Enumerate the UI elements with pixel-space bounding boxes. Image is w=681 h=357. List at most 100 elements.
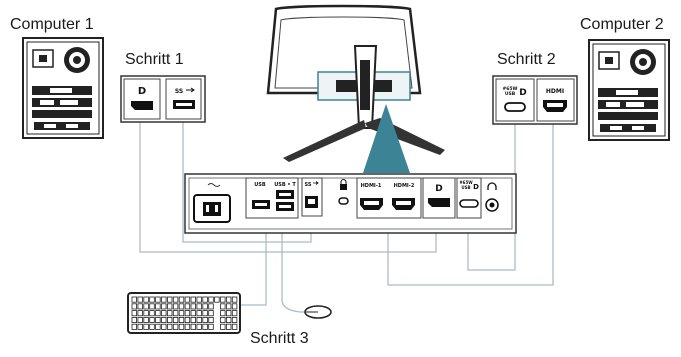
keyboard-key bbox=[184, 310, 191, 317]
keyboard-key bbox=[143, 310, 149, 317]
svg-text:#65W: #65W bbox=[459, 180, 473, 185]
keyboard-key bbox=[231, 303, 238, 310]
keyboard-key bbox=[137, 296, 143, 303]
keyboard-key bbox=[155, 296, 161, 303]
keyboard-key bbox=[225, 316, 232, 323]
keyboard-key bbox=[161, 310, 167, 317]
svg-text:USB: USB bbox=[254, 182, 266, 188]
keyboard-key bbox=[149, 296, 155, 303]
keyboard-key bbox=[137, 316, 143, 323]
computer-1-label: Computer 1 bbox=[10, 16, 94, 33]
keyboard-key bbox=[155, 310, 161, 317]
monitor-io-panel: USB USB • T SS HDMI-1 HDMI-2 D #65W USB bbox=[184, 173, 517, 234]
kensington-slot bbox=[338, 197, 349, 205]
keyboard-key bbox=[220, 310, 226, 317]
svg-text:USB: USB bbox=[505, 91, 516, 97]
keyboard-key bbox=[208, 303, 214, 310]
displayport-port bbox=[131, 101, 153, 110]
keyboard-key bbox=[149, 310, 155, 317]
keyboard-key bbox=[143, 303, 149, 310]
keyboard-key bbox=[225, 323, 232, 330]
keyboard-key bbox=[161, 323, 167, 330]
keyboard-key bbox=[225, 303, 232, 310]
keyboard-key bbox=[166, 303, 173, 310]
keyboard-key bbox=[202, 310, 208, 317]
keyboard-key bbox=[161, 316, 167, 323]
svg-text:HDMI: HDMI bbox=[546, 88, 564, 95]
keyboard-key bbox=[184, 296, 191, 303]
usb-c-port bbox=[504, 102, 526, 112]
keyboard-key bbox=[202, 296, 208, 303]
keyboard-key bbox=[166, 323, 173, 330]
keyboard-key bbox=[137, 323, 143, 330]
usb-ss-label: SS bbox=[175, 88, 183, 95]
cable-dp-pc1 bbox=[139, 122, 437, 253]
keyboard-key bbox=[190, 323, 196, 330]
keyboard-key bbox=[166, 310, 173, 317]
computer-1 bbox=[22, 37, 104, 139]
cable-hdmi-pc2 bbox=[387, 124, 554, 286]
keyboard-key bbox=[172, 303, 179, 310]
keyboard-key bbox=[131, 316, 137, 323]
keyboard-key bbox=[131, 303, 137, 310]
svg-text:HDMI-1: HDMI-1 bbox=[361, 183, 382, 189]
keyboard-key bbox=[149, 303, 155, 310]
keyboard-key bbox=[196, 316, 202, 323]
keyboard-key bbox=[202, 323, 208, 330]
keyboard-key bbox=[172, 323, 179, 330]
keyboard-key bbox=[131, 310, 137, 317]
keyboard-key bbox=[231, 316, 238, 323]
mouse bbox=[304, 305, 332, 319]
schritt-1-port-panel: D SS bbox=[120, 75, 206, 123]
keyboard-key bbox=[196, 323, 202, 330]
usb-c-port bbox=[459, 199, 479, 208]
cable-mouse bbox=[281, 205, 306, 313]
keyboard-key bbox=[178, 310, 185, 317]
keyboard-key bbox=[184, 323, 191, 330]
keyboard-key bbox=[155, 303, 161, 310]
keyboard-key bbox=[155, 323, 161, 330]
keyboard-key bbox=[208, 296, 214, 303]
keyboard-key bbox=[172, 296, 179, 303]
keyboard-key bbox=[231, 296, 238, 303]
lock-icon bbox=[340, 184, 347, 190]
keyboard-key bbox=[220, 303, 226, 310]
keyboard-key bbox=[172, 310, 179, 317]
keyboard-key bbox=[214, 296, 220, 303]
svg-text:USB: USB bbox=[461, 185, 470, 190]
svg-text:#65W: #65W bbox=[503, 86, 518, 92]
keyboard-key bbox=[143, 296, 149, 303]
keyboard-key bbox=[208, 310, 214, 317]
usb-icon bbox=[186, 87, 195, 93]
keyboard-key bbox=[196, 310, 202, 317]
keyboard-key bbox=[202, 316, 208, 323]
keyboard-key bbox=[137, 310, 143, 317]
keyboard-key bbox=[166, 316, 173, 323]
keyboard-key bbox=[184, 316, 191, 323]
keyboard-key bbox=[220, 323, 226, 330]
dp-logo-icon: D bbox=[519, 88, 526, 98]
schritt-2-port-panel: #65W USB D HDMI bbox=[492, 75, 578, 125]
keyboard-key bbox=[225, 296, 232, 303]
keyboard-key bbox=[178, 296, 185, 303]
keyboard-key bbox=[208, 316, 214, 323]
dp-logo-icon: D bbox=[435, 184, 442, 194]
keyboard-key bbox=[137, 303, 143, 310]
keyboard-key bbox=[190, 316, 196, 323]
usb-icon bbox=[313, 181, 319, 185]
keyboard-key bbox=[178, 303, 185, 310]
computer-2 bbox=[588, 39, 670, 141]
computer-2-label: Computer 2 bbox=[580, 16, 664, 33]
keyboard-key bbox=[131, 296, 137, 303]
headphone-icon bbox=[487, 182, 497, 190]
keyboard-key bbox=[196, 296, 202, 303]
keyboard-key bbox=[190, 303, 196, 310]
keyboard-key bbox=[161, 303, 167, 310]
monitor-stand-leg bbox=[283, 120, 366, 162]
svg-text:USB • T: USB • T bbox=[274, 182, 296, 188]
svg-text:HDMI-2: HDMI-2 bbox=[394, 183, 415, 189]
svg-text:SS: SS bbox=[305, 182, 312, 188]
keyboard-keys bbox=[131, 296, 238, 330]
keyboard-key bbox=[166, 296, 173, 303]
